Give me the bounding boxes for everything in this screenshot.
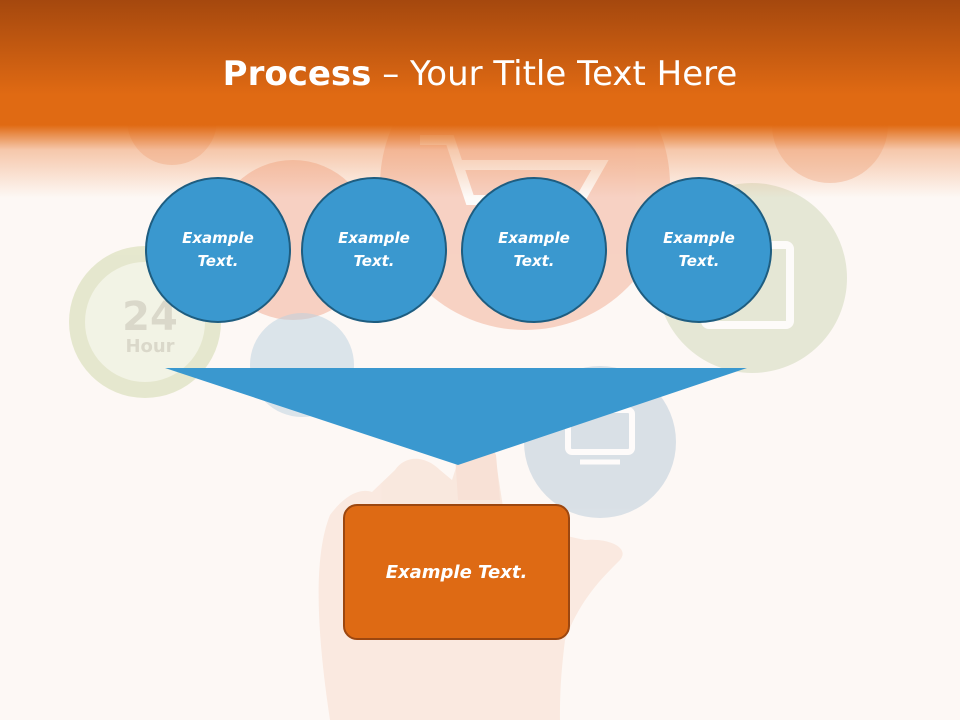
header-band [0,0,960,200]
step-circle-1: Example Text. [145,177,291,323]
step-label-4: Example Text. [663,229,735,270]
result-box: Example Text. [343,504,570,640]
step-circle-4: Example Text. [626,177,772,323]
funnel-arrow [165,368,747,465]
title-rest: Your Title Text Here [410,54,738,94]
step-label-3: Example Text. [498,229,570,270]
slide-title: Process – Your Title Text Here [0,52,960,96]
result-label: Example Text. [385,561,528,583]
title-separator: – [371,54,411,94]
step-label-2: Example Text. [338,229,410,270]
step-circle-3: Example Text. [461,177,607,323]
hours-badge-word: Hour [125,336,174,357]
step-circle-2: Example Text. [301,177,447,323]
title-bold: Process [222,54,372,94]
step-label-1: Example Text. [182,229,254,270]
